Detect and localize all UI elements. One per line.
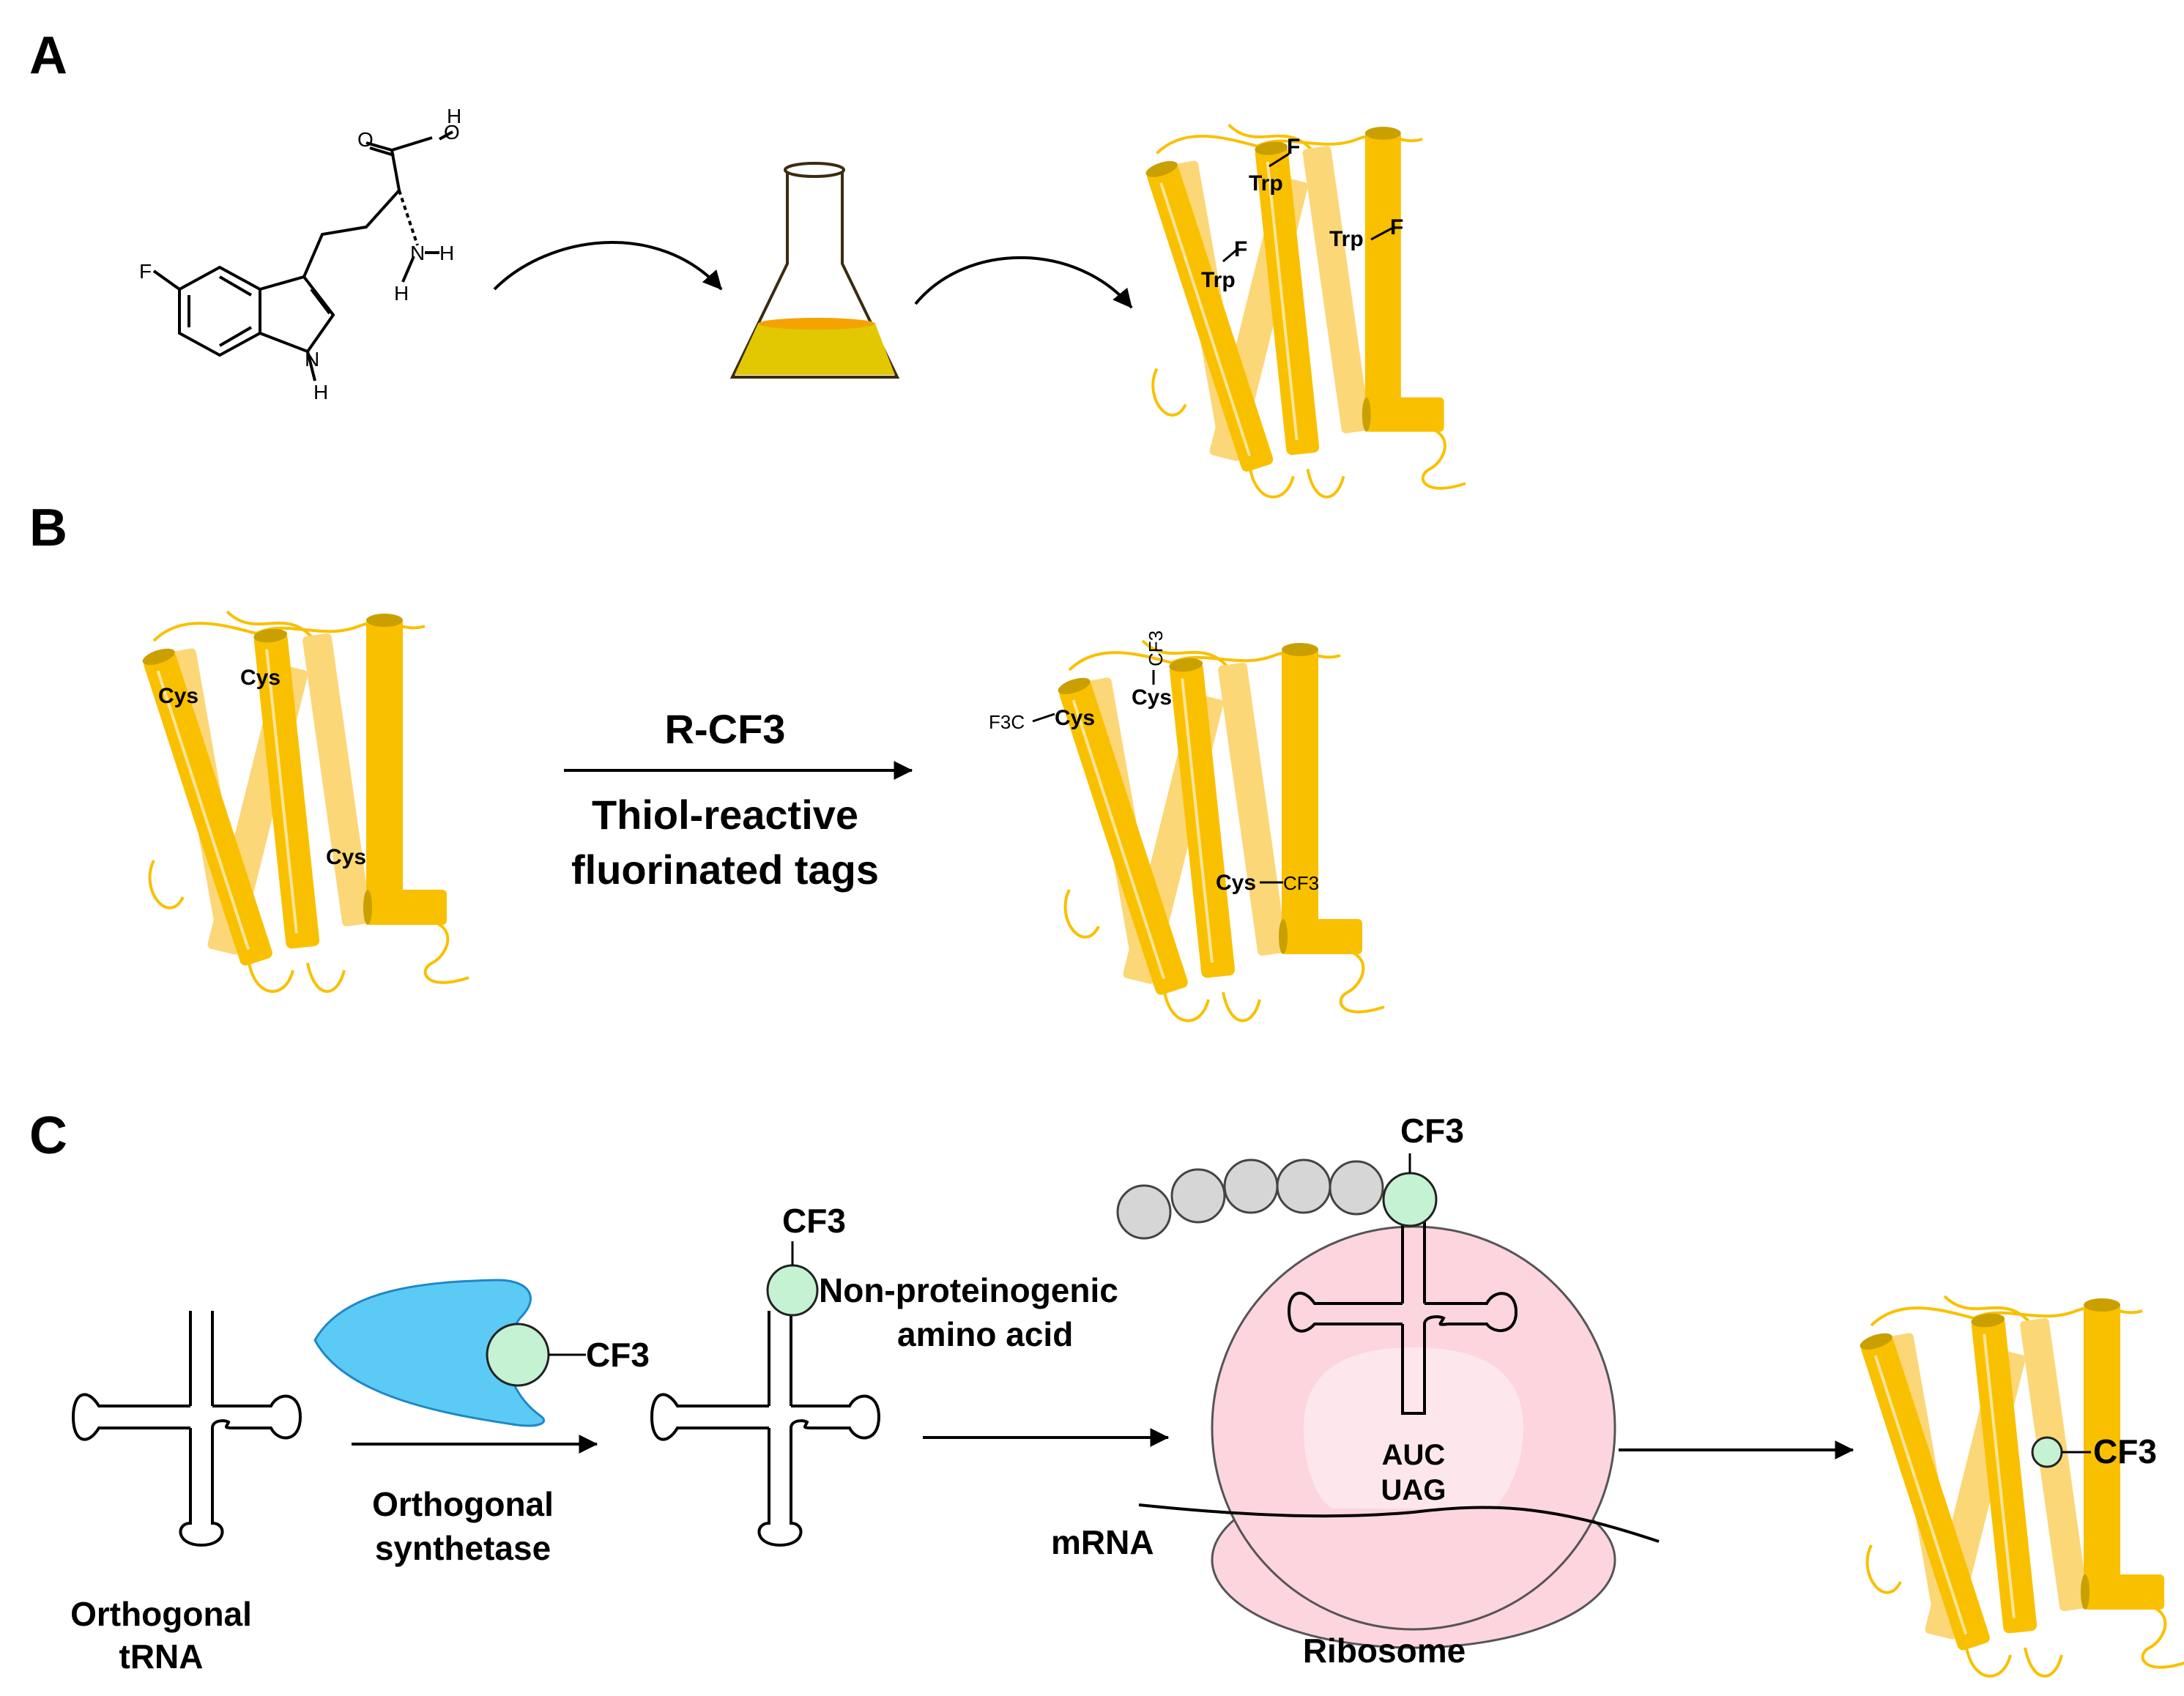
atom-h-amine-2: H [394,282,409,305]
label-f-1: F [1287,135,1300,159]
protein-c-product [1857,1295,2184,1678]
ribosome [1211,1225,1616,1649]
label-f-2: F [1234,237,1247,261]
fluorotryptophan-structure [152,130,453,382]
trna-in-ribosome [1287,1216,1518,1415]
ribosome-center [1304,1347,1523,1509]
atom-h-acid: H [447,105,461,127]
label-trp-3: Trp [1329,227,1364,251]
atom-n-amine: N [410,242,425,264]
bond-f3c-cys [1032,713,1055,723]
label-cys-right-3: Cys [1216,871,1256,895]
reaction-label-line2: fluorinated tags [571,847,879,893]
peptide-bead [1116,1184,1172,1240]
amino-acid-bead-synthetase [486,1323,550,1387]
label-cys-left-3: Cys [326,845,366,869]
naa-label-line1: Non-proteinogenic [819,1271,1118,1309]
amino-acid-bead-ribosome [1382,1172,1438,1227]
peptide-chain [1116,1158,1384,1240]
label-f-3: F [1390,215,1403,239]
synthetase-label-line1: Orthogonal [372,1485,554,1523]
atom-f: F [139,260,152,283]
chain-cf3-label: CF3 [1400,1112,1464,1150]
arrow-to-protein-a [914,256,1133,309]
atom-h-amine-1: H [439,242,454,264]
protein-a-labels [1222,152,1392,263]
trna-label-line1: Orthogonal [70,1595,252,1633]
atom-n-ring: N [305,348,319,371]
label-cys-right-1: Cys [1055,706,1095,730]
label-f3c: F3C [989,711,1025,733]
peptide-bead [1276,1158,1331,1214]
synthetase-label-line2: synthetase [375,1529,551,1567]
amino-acid-bead-charged [766,1264,819,1317]
peptide-bead [1170,1168,1226,1224]
amino-acid-bead-product [2031,1436,2063,1468]
naa-label-line2: amino acid [897,1315,1073,1353]
ribosome-label: Ribosome [1303,1632,1466,1670]
charged-cf3-label: CF3 [782,1202,846,1240]
synthetase-cf3-label: CF3 [586,1336,650,1374]
orthogonal-trna [72,1309,302,1547]
label-cf3-bottom: CF3 [1283,872,1319,894]
label-cf3-top: CF3 [1145,631,1167,666]
protein-b-right [1055,639,1386,1022]
label-cys-left-1: Cys [158,684,198,708]
erlenmeyer-flask-icon [729,162,900,379]
atom-o-hydroxyl: O [444,121,460,144]
trna-label-line2: tRNA [119,1637,204,1675]
peptide-bead [1329,1160,1384,1216]
reaction-label-line1: Thiol-reactive [592,792,858,838]
arrow-to-flask [493,241,723,291]
label-cys-right-2: Cys [1132,685,1172,710]
protein-b-left [139,610,470,993]
peptide-bead [1223,1158,1279,1214]
product-cf3-label: CF3 [2093,1432,2157,1470]
panel-label-c: C [29,1107,67,1165]
atom-h-ring: H [313,381,328,403]
anticodon-label: AUC [1382,1439,1446,1471]
reagent-label: R-CF3 [665,706,786,752]
panel-label-a: A [29,26,67,85]
label-trp-1: Trp [1249,171,1283,196]
atom-o-carbonyl: O [357,128,374,151]
mrna-label: mRNA [1051,1523,1154,1561]
codon-label: UAG [1381,1474,1446,1506]
mrna-strand [1138,1503,1660,1543]
protein-a [1143,123,1467,499]
label-trp-2: Trp [1201,268,1236,292]
charged-trna [650,1309,880,1547]
label-cys-left-2: Cys [240,666,281,690]
panel-label-b: B [29,499,67,557]
